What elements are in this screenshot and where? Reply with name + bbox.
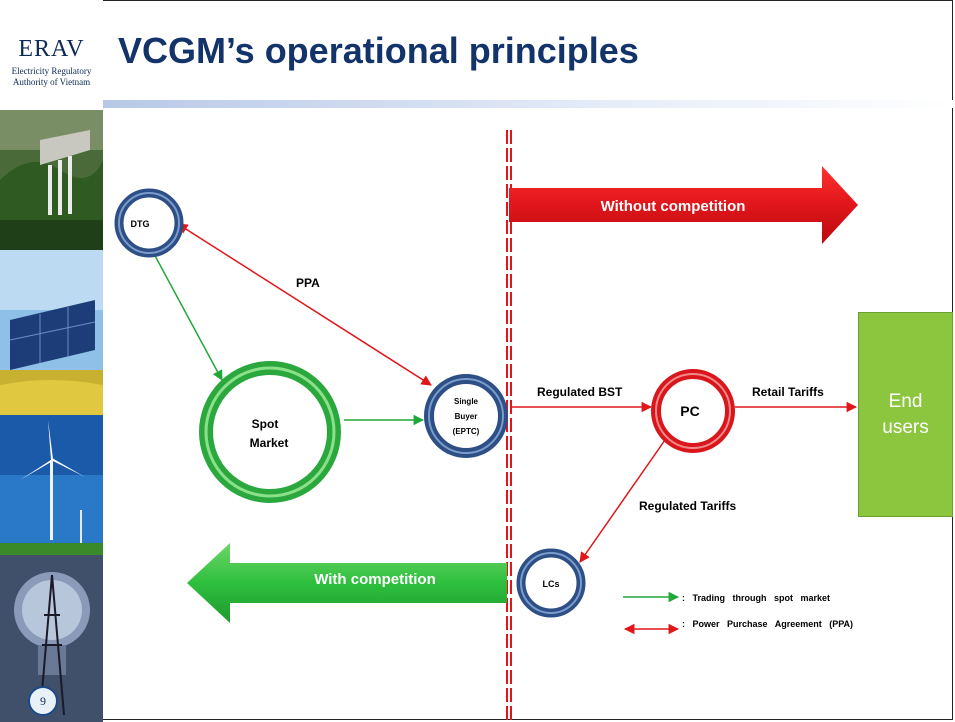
legend: : Trading through spot market : Power Pu… — [623, 591, 853, 635]
logo-title: ERAV — [18, 36, 85, 62]
solar-panel-photo — [0, 250, 103, 415]
dtg-node: DTG — [114, 188, 184, 258]
ppa-label: PPA — [296, 276, 320, 290]
hydro-dam-photo — [0, 110, 103, 250]
sidebar: ERAV Electricity Regulatory Authority of… — [0, 0, 103, 722]
logo-subtitle: Electricity Regulatory Authority of Viet… — [11, 66, 92, 87]
pc-to-lcs-arrow — [579, 439, 666, 563]
pc-label: PC — [680, 403, 699, 419]
dtg-label: DTG — [131, 219, 150, 229]
single-buyer-label-line2: Buyer — [455, 412, 478, 421]
retail-tariffs-label: Retail Tariffs — [752, 385, 824, 399]
dtg-to-spot-arrow — [152, 251, 223, 381]
single-buyer-label-line3: (EPTC) — [453, 427, 480, 436]
lcs-label: LCs — [542, 579, 559, 589]
pc-node: PC — [651, 369, 735, 453]
spot-market-node: Spot Market — [199, 361, 341, 503]
without-competition-label: Without competition — [601, 198, 746, 215]
with-competition-label: With competition — [314, 571, 436, 588]
legend-spot-label: : Trading through spot market — [682, 593, 830, 603]
single-buyer-node: Single Buyer (EPTC) — [424, 374, 508, 458]
regulated-tariffs-label: Regulated Tariffs — [639, 499, 736, 513]
regulated-bst-label: Regulated BST — [537, 385, 623, 399]
single-buyer-label-line1: Single — [454, 397, 479, 406]
spot-market-label-line1: Spot — [252, 417, 279, 431]
competition-divider — [506, 130, 512, 722]
ppa-arrow — [177, 223, 432, 386]
spot-market-label-line2: Market — [250, 436, 289, 450]
slide-title: VCGM’s operational principles — [118, 30, 639, 71]
title-underline — [103, 100, 953, 108]
legend-ppa-label: : Power Purchase Agreement (PPA) — [682, 619, 853, 629]
page-number: 9 — [28, 686, 58, 716]
erav-logo: ERAV Electricity Regulatory Authority of… — [0, 0, 103, 110]
with-competition-arrow — [187, 543, 507, 623]
without-competition-arrow — [509, 166, 858, 244]
lcs-node: LCs — [516, 548, 586, 618]
wind-turbine-photo — [0, 415, 103, 555]
end-users-box: End users — [858, 312, 953, 517]
